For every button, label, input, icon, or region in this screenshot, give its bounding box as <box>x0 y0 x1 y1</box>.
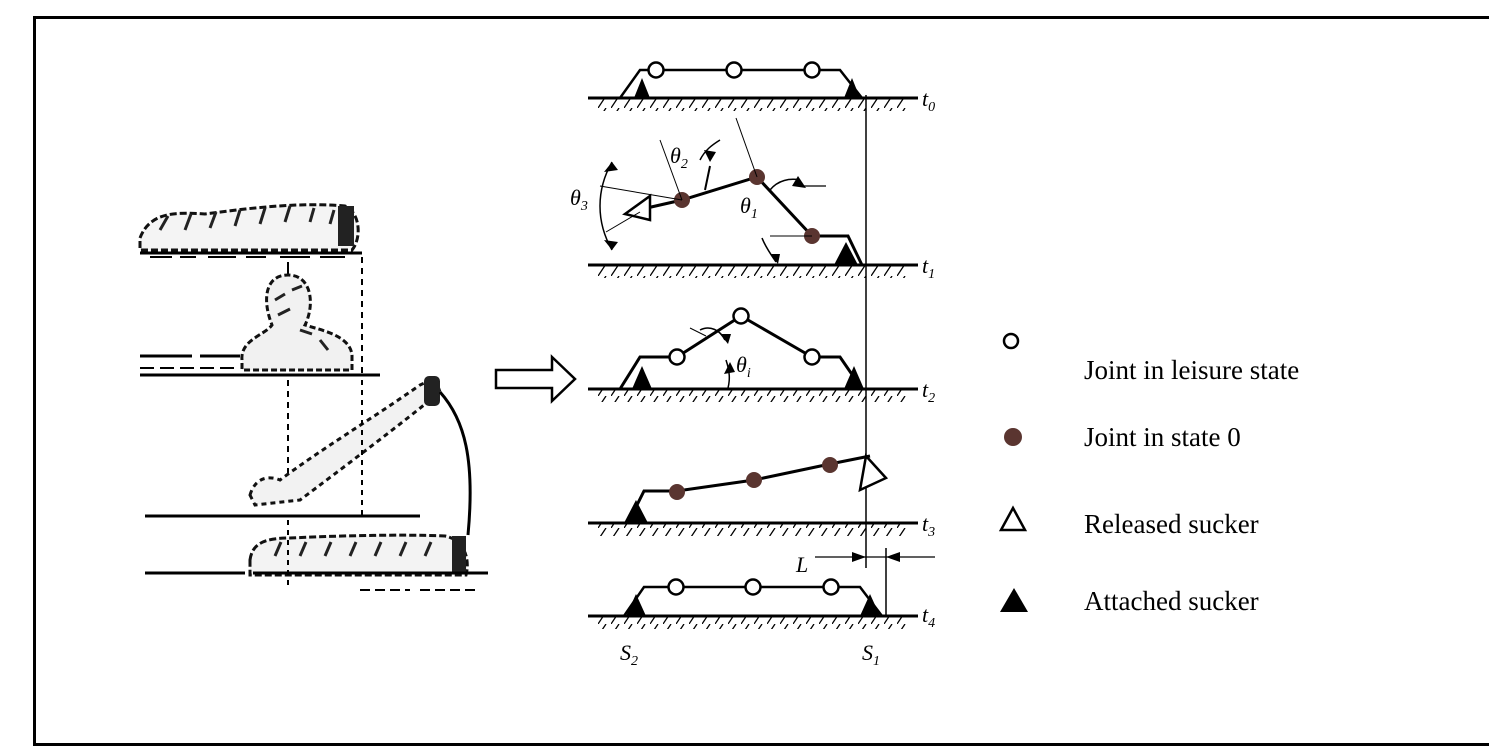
legend-item-released-sucker: Released sucker <box>998 505 1259 539</box>
joint-leisure <box>744 578 762 596</box>
joint-leisure <box>725 61 743 79</box>
released-sucker <box>622 193 652 222</box>
angle-theta3: θ3 <box>570 185 588 214</box>
legend-label: Released sucker <box>1084 509 1259 539</box>
legend-item-leisure-joint: Joint in leisure state <box>1002 332 1299 385</box>
worm-stage-1 <box>138 203 362 258</box>
joint-leisure <box>803 348 821 366</box>
distance-label: L <box>795 552 808 577</box>
joint-leisure <box>647 61 665 79</box>
released-sucker <box>858 453 889 493</box>
legend-attached-sucker-icon <box>1000 588 1028 612</box>
joint-state0 <box>669 484 685 500</box>
joint-state0 <box>746 472 762 488</box>
legend: Joint in leisure state Joint in state 0 … <box>998 332 1299 616</box>
attached-sucker <box>632 366 652 389</box>
attached-sucker <box>634 78 650 98</box>
attached-sucker <box>626 594 646 616</box>
worm-stage-2 <box>140 257 380 377</box>
attached-sucker <box>844 366 864 389</box>
attached-sucker <box>834 242 858 265</box>
distance-L: L <box>795 552 935 577</box>
joint-state0 <box>822 457 838 473</box>
sucker-label-s1: S1 <box>862 640 880 669</box>
angle-theta2: θ2 <box>670 143 688 172</box>
legend-label: Joint in leisure state <box>1084 355 1299 385</box>
legend-released-sucker-icon <box>998 505 1028 532</box>
worm-stage-3 <box>145 375 472 536</box>
joint-leisure <box>803 61 821 79</box>
legend-item-state0-joint: Joint in state 0 <box>1004 422 1241 452</box>
joint-leisure <box>822 578 840 596</box>
legend-label: Joint in state 0 <box>1084 422 1241 452</box>
worm-stage-4 <box>145 520 488 591</box>
angle-theta1: θ1 <box>740 193 758 222</box>
step-label-t2: t2 <box>922 377 935 406</box>
attached-sucker <box>844 78 860 98</box>
legend-joint-state0-icon <box>1004 428 1022 446</box>
step-label-t1: t1 <box>922 253 935 282</box>
step-t4: t4 S2 S1 <box>588 578 935 669</box>
mechanism-diagram: t0 θ3 θ2 <box>570 61 935 669</box>
step-label-t0: t0 <box>922 86 935 115</box>
legend-label: Attached sucker <box>1084 586 1259 616</box>
angle-thetai: θi <box>736 352 751 381</box>
inchworm-sketch <box>138 203 488 591</box>
attached-sucker <box>860 594 880 616</box>
transition-arrow <box>494 354 577 404</box>
legend-joint-leisure-icon <box>1002 332 1020 350</box>
step-t1: θ3 θ2 θ1 t1 <box>570 117 935 282</box>
step-t3: t3 <box>588 453 935 540</box>
attached-sucker <box>624 500 648 523</box>
step-t0: t0 <box>588 61 935 115</box>
step-label-t3: t3 <box>922 511 935 540</box>
joint-leisure <box>668 348 686 366</box>
step-label-t4: t4 <box>922 602 935 631</box>
sucker-label-s2: S2 <box>620 640 638 669</box>
joint-leisure <box>732 307 750 325</box>
step-t2: θi t2 <box>588 307 935 406</box>
legend-item-attached-sucker: Attached sucker <box>1000 586 1259 616</box>
joint-leisure <box>667 578 685 596</box>
